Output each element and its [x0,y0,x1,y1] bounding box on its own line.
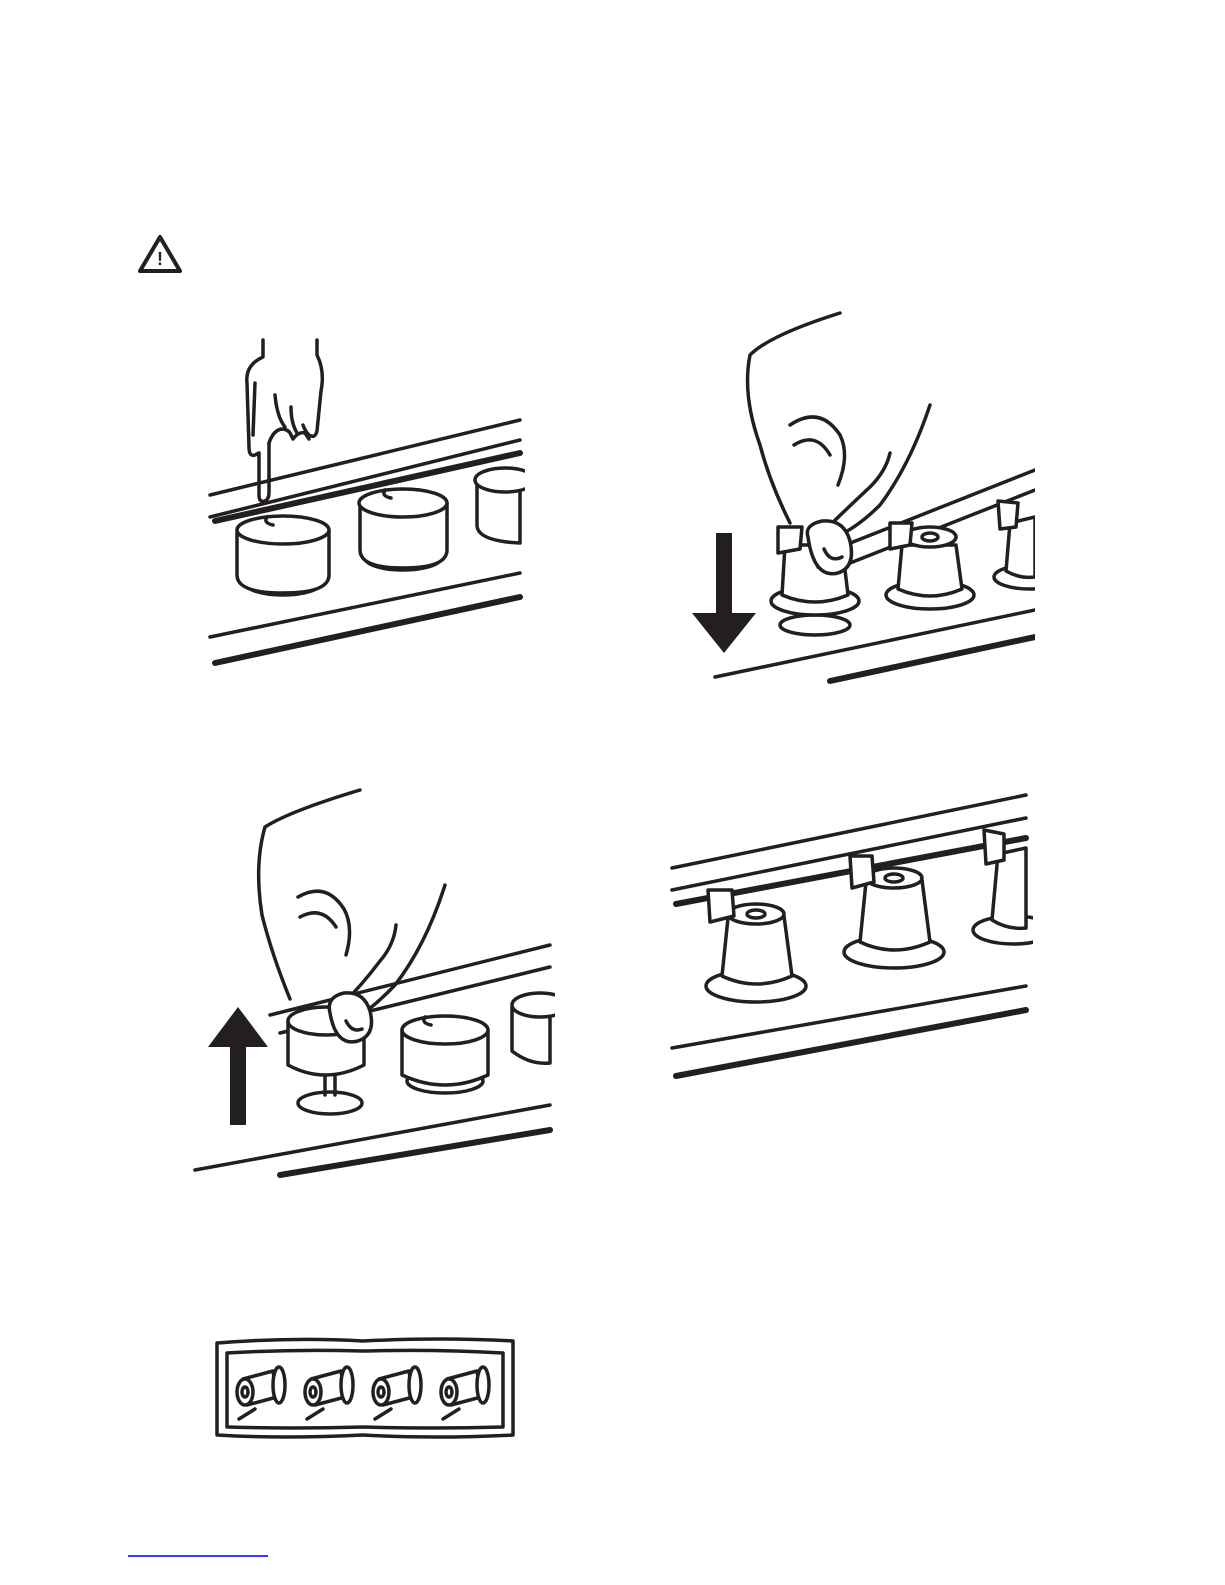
figure-pull-knob-up [190,785,555,1180]
warning-glyph: ! [157,249,163,269]
adapter-item-3 [373,1367,421,1419]
warning-triangle-icon: ! [137,234,183,274]
figure-adapters-package [213,1335,518,1443]
knob-1 [237,516,329,595]
figure-push-adapter-down [690,305,1035,685]
adapter-2 [886,523,974,609]
adapter-2 [844,856,944,968]
knob-2 [359,489,447,570]
adapter-item-1 [237,1367,285,1419]
adapter-1 [706,890,806,1002]
footer-link-underline [128,1555,268,1557]
knob-3 [512,993,555,1063]
figure-press-knob [205,335,525,675]
adapter-3 [994,501,1035,589]
knob-3 [475,468,525,543]
adapter-item-4 [441,1367,489,1419]
figure-adapters-fitted [668,790,1033,1090]
knob-2 [402,1016,488,1093]
hand-icon [259,790,445,1042]
arrow-up-icon [208,1007,268,1125]
knob-base [298,1071,362,1114]
adapter-item-2 [305,1367,353,1419]
arrow-down-icon [692,533,756,653]
